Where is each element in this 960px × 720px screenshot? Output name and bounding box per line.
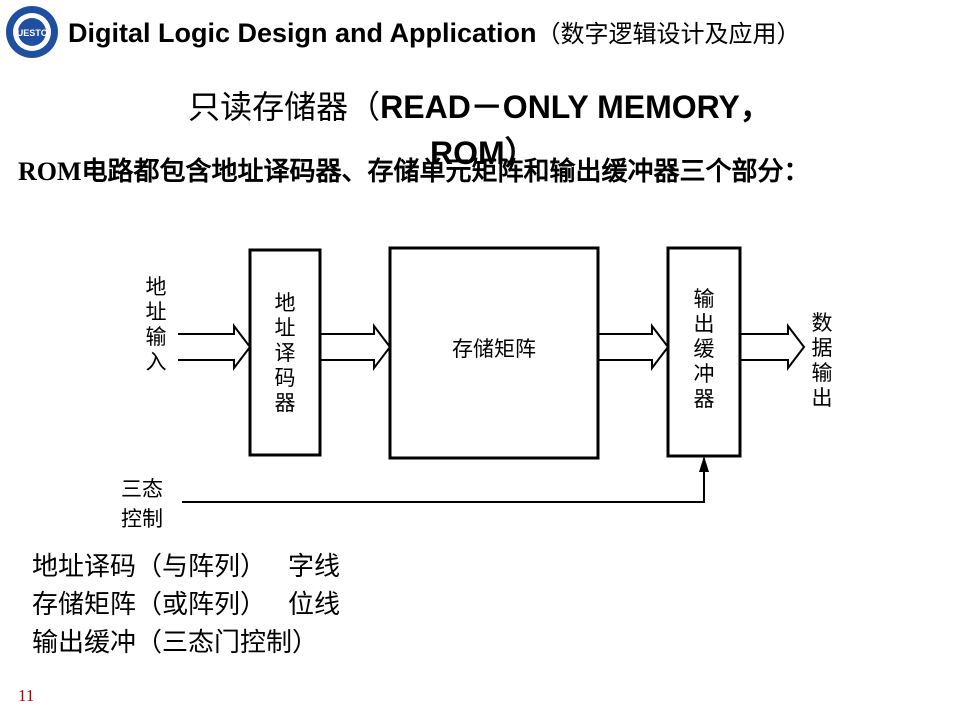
diagram-char: 缓 [694,337,715,361]
intro-text: 电路都包含地址译码器、存储单元矩阵和输出缓冲器三个部分： [81,157,810,187]
arrow-data-out [740,323,806,371]
diagram-char: 出 [812,386,833,410]
slide-title-cn: 只读存储器（ [188,88,381,126]
diagram-char: 器 [694,387,715,411]
diagram-char: 出 [694,312,715,336]
intro-rom: ROM [18,157,82,186]
arrow-address-in [178,323,252,371]
course-title-en: Digital Logic Design and Application [68,18,537,48]
control-line [182,458,705,503]
university-logo: UESTC [6,6,58,58]
diagram-char: 三态 [121,477,163,501]
slide-title-en: READ－ONLY MEMORY， [380,89,772,125]
list-item: 输出缓冲（三态门控制） [32,628,319,658]
diagram-char: 译 [275,341,296,365]
list-item: 存储矩阵（或阵列）位线 [32,590,341,620]
address-decoder-label: 地址译码器 [275,291,296,415]
arrow-decoder-to-matrix [320,323,392,371]
diagram-char: 据 [812,336,833,360]
diagram-char: 输 [694,287,715,311]
storage-matrix-label: 存储矩阵 [452,337,536,361]
slide-title: 只读存储器（READ－ONLY MEMORY， ROM） [0,86,960,171]
page-number: 11 [18,686,35,705]
diagram-char: 码 [275,366,296,390]
diagram-char: 地 [275,291,296,315]
diagram-char: 入 [146,350,167,374]
diagram-char: 控制 [121,507,163,531]
diagram-char: 输 [812,361,833,385]
diagram-char: 址 [275,316,296,340]
course-title: Digital Logic Design and Application（数字逻… [68,14,801,49]
list-item: 地址译码（与阵列）字线 [32,552,341,582]
diagram-char: 冲 [694,362,715,386]
slide-title-en-line2: ROM） [430,135,537,171]
diagram-char: 输 [146,325,167,349]
arrow-matrix-to-buffer [598,323,670,371]
logo-text: UESTC [17,28,48,38]
diagram-char: 址 [146,300,167,324]
intro-paragraph: ROM电路都包含地址译码器、存储单元矩阵和输出缓冲器三个部分： [18,152,938,192]
course-title-cn: （数字逻辑设计及应用） [536,20,801,48]
diagram-char: 器 [275,391,296,415]
summary-list: 地址译码（与阵列）字线 存储矩阵（或阵列）位线 输出缓冲（三态门控制） [32,548,340,662]
output-buffer-label: 输出缓冲器 [694,287,715,411]
address-decoder-box [248,248,322,457]
control-arrowhead [699,456,709,472]
diagram-char: 地 [146,275,167,299]
storage-matrix-box [388,246,600,460]
diagram-char: 数 [812,311,833,335]
arrows [178,323,806,503]
